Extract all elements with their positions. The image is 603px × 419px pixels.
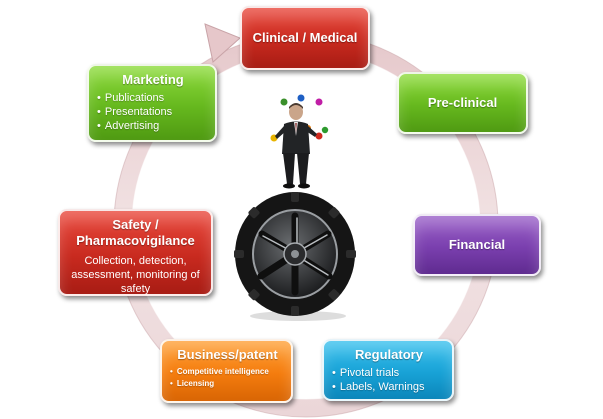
node-safety-pharmacovigilance: Safety / Pharmacovigilance Collection, d… <box>58 209 213 296</box>
node-title: Safety / Pharmacovigilance <box>76 217 195 248</box>
list-item: Advertising <box>97 119 209 133</box>
node-item-list: Pivotal trials Labels, Warnings <box>332 366 446 394</box>
node-title: Regulatory <box>355 347 423 362</box>
node-marketing: Marketing Publications Presentations Adv… <box>87 64 217 142</box>
list-item: Presentations <box>97 105 209 119</box>
node-description: Collection, detection, assessment, monit… <box>71 255 200 295</box>
list-item: Licensing <box>170 378 285 390</box>
node-title: Pre-clinical <box>427 95 498 110</box>
node-clinical-medical: Clinical / Medical <box>240 6 370 70</box>
list-item: Labels, Warnings <box>332 380 446 394</box>
list-item: Competitive intelligence <box>170 366 285 378</box>
node-title: Financial <box>448 237 506 252</box>
node-item-list: Publications Presentations Advertising <box>97 91 209 133</box>
list-item: Pivotal trials <box>332 366 446 380</box>
list-item: Publications <box>97 91 209 105</box>
cycle-arrow-head <box>204 23 241 63</box>
node-title: Marketing <box>122 72 184 87</box>
juggling-businessman-icon <box>270 94 329 189</box>
node-regulatory: Regulatory Pivotal trials Labels, Warnin… <box>322 339 454 401</box>
tire-icon <box>234 192 356 321</box>
node-business-patent: Business/patent Competitive intelligence… <box>160 339 293 403</box>
node-title: Clinical / Medical <box>252 30 358 45</box>
node-pre-clinical: Pre-clinical <box>397 72 528 134</box>
node-financial: Financial <box>413 214 541 276</box>
node-title: Business/patent <box>177 347 278 362</box>
node-item-list: Competitive intelligence Licensing <box>170 366 285 390</box>
